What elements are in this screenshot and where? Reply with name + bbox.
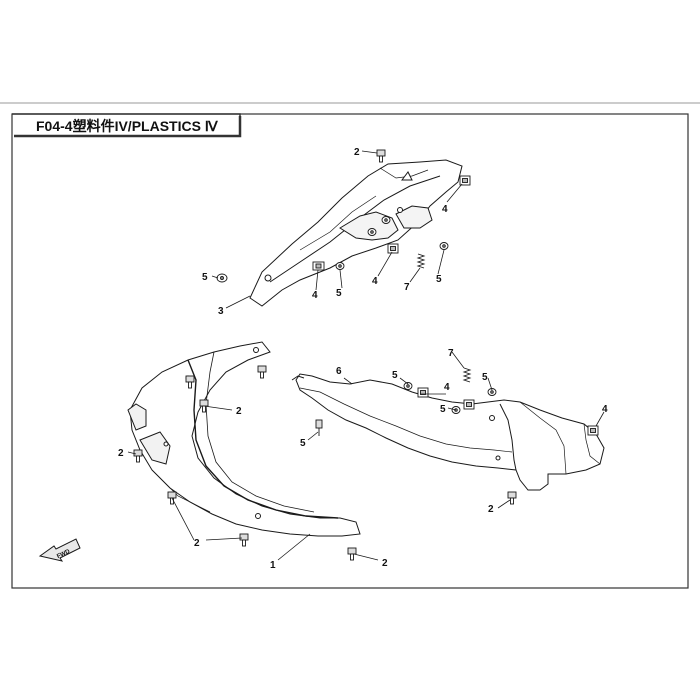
spring-7-upper (416, 253, 426, 269)
callout-numbers: 2 4 5 3 4 5 4 7 5 2 2 2 1 2 2 6 5 5 4 5 … (118, 147, 608, 571)
clip-nut-4-center (463, 399, 475, 410)
clip-nut-4-mid (387, 243, 399, 254)
callout-2: 2 (236, 406, 242, 417)
callout-3: 3 (218, 306, 224, 317)
fwd-label: FWD (56, 549, 72, 560)
callout-2: 2 (354, 147, 360, 158)
screw-2-left-a (185, 375, 195, 389)
nut-5-mid-b (367, 228, 377, 236)
callout-4: 4 (372, 276, 378, 287)
screw-2-upper-left (257, 365, 267, 379)
callout-4: 4 (312, 290, 318, 301)
page-title: F04-4塑料件IV/PLASTICS Ⅳ (36, 118, 219, 134)
callout-2: 2 (194, 538, 200, 549)
callout-4: 4 (602, 404, 608, 415)
spring-7-lower (462, 367, 472, 383)
clip-nut-4-left (312, 261, 325, 271)
nut-5-rear (487, 388, 497, 396)
nut-5-mid-a (335, 262, 345, 270)
callout-7: 7 (448, 348, 454, 359)
part-1-front-fairing (127, 341, 361, 537)
callout-1: 1 (270, 560, 276, 571)
callout-5: 5 (482, 372, 488, 383)
callout-5: 5 (440, 404, 446, 415)
callout-7: 7 (404, 282, 410, 293)
screw-2-rear (507, 491, 517, 505)
callout-2: 2 (118, 448, 124, 459)
callout-5: 5 (336, 288, 342, 299)
clip-nut-4-rear (587, 425, 599, 436)
part-6-side-panel (291, 373, 605, 491)
callout-6: 6 (336, 366, 342, 377)
part-3-upper-panel (249, 159, 463, 307)
nut-5-side-a (403, 382, 413, 390)
push-rivet-5 (315, 419, 323, 436)
nut-5-upper (381, 216, 391, 224)
screw-2-front-left (133, 449, 143, 463)
callout-5: 5 (392, 370, 398, 381)
callout-2: 2 (488, 504, 494, 515)
drawing-frame (11, 113, 689, 589)
nut-5-left (216, 273, 228, 283)
callout-5: 5 (202, 272, 208, 283)
leader-lines (127, 150, 605, 561)
nut-5-right-top (439, 242, 449, 250)
screw-2-bottom-right (347, 547, 357, 561)
clip-nut-4-top-right (459, 175, 471, 186)
callout-5: 5 (300, 438, 306, 449)
fasteners (133, 149, 599, 561)
fwd-arrow: FWD (38, 538, 81, 562)
callout-4: 4 (444, 382, 450, 393)
callout-5: 5 (436, 274, 442, 285)
callout-2: 2 (382, 558, 388, 569)
title-box: F04-4塑料件IV/PLASTICS Ⅳ (12, 113, 242, 138)
callout-4: 4 (442, 204, 448, 215)
screw-2-top (376, 149, 386, 163)
clip-nut-4-side-panel (417, 387, 429, 398)
screw-2-bottom-center (239, 533, 249, 547)
